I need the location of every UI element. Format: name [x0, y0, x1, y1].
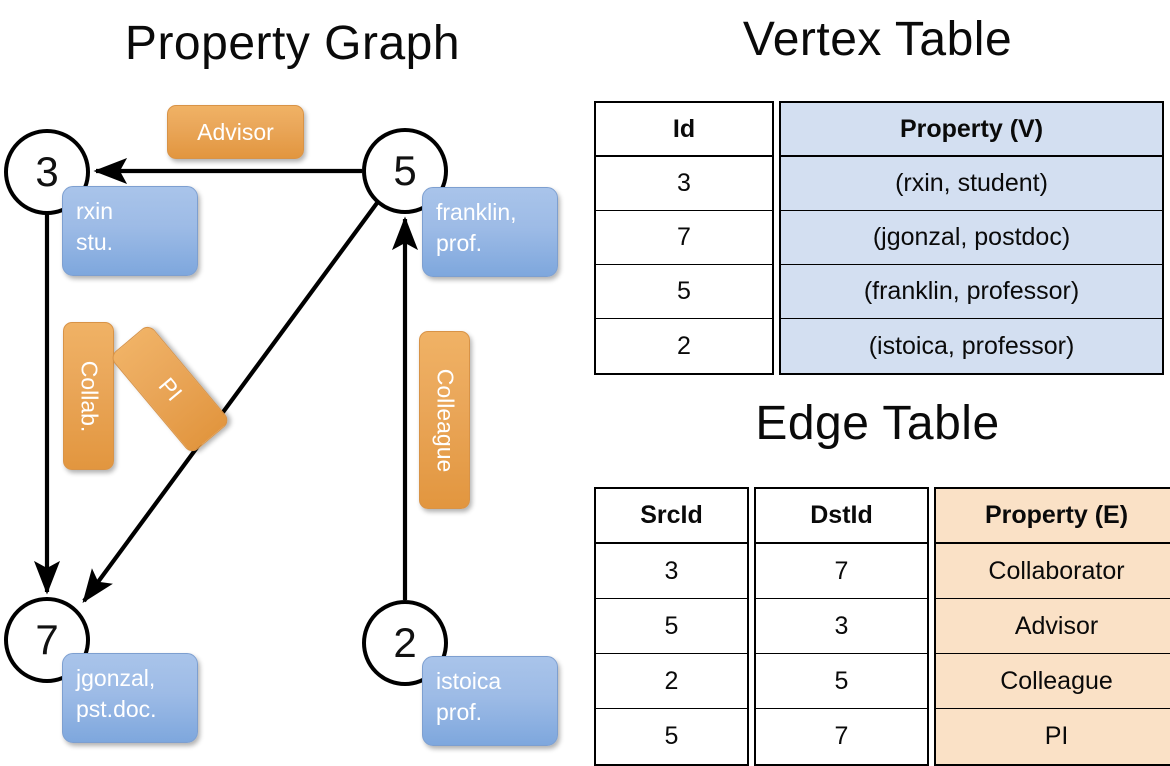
edge-table-row: Colleague: [936, 654, 1170, 709]
vertex-table-row: 2: [677, 331, 691, 360]
graph-node-7-label: 7: [35, 616, 59, 663]
edge-table-row: 7: [834, 722, 849, 750]
graph-edges-svg: [33, 157, 419, 604]
vertex-table-row: (istoica, professor): [781, 319, 1162, 373]
edge-table-row: Collaborator: [936, 544, 1170, 599]
edge-label-collab-text: Collab.: [76, 360, 103, 432]
graph-node-5-label: 5: [393, 147, 417, 194]
edge-table: SrcId 3 5 2 5 DstId 7 3 5 7 Property (E)…: [594, 487, 1170, 766]
vertex-table-header-property: Property (V): [781, 103, 1162, 157]
vertex-table-column-id: Id 3 7 5 2: [594, 101, 774, 375]
edge-table-header-property: Property (E): [936, 489, 1170, 544]
edge-table-row: 3: [756, 599, 927, 654]
edge-label-colleague-text: Colleague: [432, 368, 458, 472]
edge-table-row: PI: [936, 709, 1170, 764]
edge-label-advisor-text: Advisor: [197, 118, 274, 145]
page-title-edge-table: Edge Table: [755, 397, 1000, 450]
property-graph-diagram: 3 5 7 2 rxin stu. franklin, prof. jgonza…: [0, 0, 585, 760]
edge-table-header-dstid: DstId: [756, 489, 927, 544]
edge-table-row: 7: [756, 544, 927, 599]
vertex-table: Id 3 7 5 2 Property (V) (rxin, student) …: [594, 101, 1164, 375]
edge-table-column-property: Property (E) Collaborator Advisor Collea…: [934, 487, 1170, 766]
graph-node-2[interactable]: 2: [362, 600, 448, 686]
edge-table-header-srcid: SrcId: [596, 489, 747, 544]
vertex-table-row: 7: [596, 211, 772, 265]
vertex-table-row: (jgonzal, postdoc): [781, 211, 1162, 265]
edge-table-row: 5: [664, 722, 679, 750]
edge-table-row: 5: [596, 599, 747, 654]
edge-table-row: 2: [596, 654, 747, 709]
edge-arrow-5-to-7: [82, 201, 379, 604]
edge-label-colleague: Colleague: [419, 331, 470, 509]
edge-table-column-dstid: DstId 7 3 5 7: [754, 487, 929, 766]
graph-node-2-property-box: istoica prof.: [422, 656, 558, 746]
graph-node-5[interactable]: 5: [362, 128, 448, 214]
graph-node-3-label: 3: [35, 148, 59, 195]
graph-node-2-label: 2: [393, 619, 417, 666]
edge-table-column-srcid: SrcId 3 5 2 5: [594, 487, 749, 766]
graph-node-5-property-box: franklin, prof.: [422, 187, 558, 277]
edge-table-row: 5: [756, 654, 927, 709]
edge-label-advisor: Advisor: [167, 105, 304, 159]
edge-table-row: 3: [596, 544, 747, 599]
vertex-table-row: 5: [596, 265, 772, 319]
vertex-table-row: (rxin, student): [781, 157, 1162, 211]
vertex-table-row: (franklin, professor): [781, 265, 1162, 319]
vertex-table-header-id: Id: [596, 103, 772, 157]
page-title-vertex-table: Vertex Table: [742, 13, 1013, 66]
page-title-property-graph: Property Graph: [124, 17, 461, 70]
graph-node-3-property-box: rxin stu.: [62, 186, 198, 276]
vertex-table-column-property: Property (V) (rxin, student) (jgonzal, p…: [779, 101, 1164, 375]
edge-label-collab: Collab.: [63, 322, 114, 470]
vertex-table-row: 3: [596, 157, 772, 211]
edge-label-pi-text: PI: [153, 372, 188, 406]
edge-table-row: Advisor: [936, 599, 1170, 654]
graph-node-7-property-box: jgonzal, pst.doc.: [62, 653, 198, 743]
